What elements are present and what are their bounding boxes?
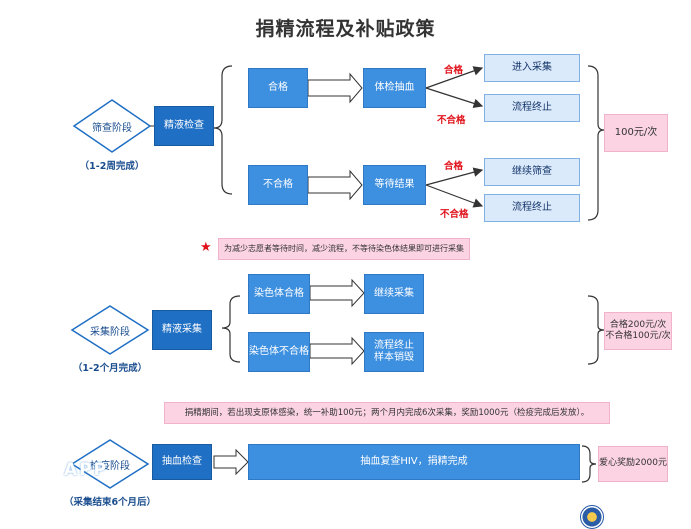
stage3-subsidy: 爱心奖励2000元 — [598, 446, 668, 482]
right-bracket-stage2 — [587, 295, 605, 365]
diamond-stage2 — [70, 305, 150, 355]
stage1-subsidy: 100元/次 — [604, 114, 668, 152]
logo-icon — [580, 505, 604, 529]
stage1-branch2-fail-label: 不合格 — [440, 209, 469, 220]
watermark-text: APP — [64, 460, 109, 480]
stage1-branch-pass-label: 合格 — [444, 65, 464, 76]
right-bracket-stage3 — [581, 445, 597, 483]
stage2-diamond-label: 采集阶段 — [90, 327, 130, 338]
stage1-branch2-pass-label: 合格 — [444, 161, 464, 172]
bracket-stage2 — [221, 295, 241, 363]
right-bracket-stage1 — [587, 65, 605, 221]
stage1-out-collect: 进入采集 — [484, 54, 580, 82]
stage1-main-box: 精液检查 — [154, 106, 214, 146]
stage2-stop-box: 流程终止 样本销毁 — [364, 332, 424, 372]
diamond-stage1 — [72, 99, 152, 153]
stage2-duration: （1-2个月完成） — [72, 363, 148, 374]
stage2-fail-box: 染色体不合格 — [248, 332, 310, 372]
stage1-wait-box: 等待结果 — [363, 165, 426, 205]
stage2-main-box: 精液采集 — [152, 310, 212, 350]
stage1-out-stop2: 流程终止 — [484, 194, 580, 222]
stage3-diamond-label: 检疫阶段 — [90, 461, 130, 472]
period-note-box: 捐精期间，若出现支原体感染，统一补助100元；两个月内完成6次采集，奖励1000… — [164, 402, 610, 424]
stage1-out-stop1: 流程终止 — [484, 94, 580, 122]
page-title: 捐精流程及补贴政策 — [255, 18, 436, 40]
stage2-subsidy-fail: 不合格100元/次 — [605, 331, 671, 341]
diamond-stage3 — [70, 439, 150, 489]
stage1-diamond-label: 筛查阶段 — [92, 123, 132, 134]
stage1-fail-box: 不合格 — [248, 165, 308, 205]
stage3-duration: （采集结束6个月后） — [63, 497, 157, 508]
bracket-stage1 — [213, 65, 233, 195]
stage1-pass-box: 合格 — [248, 68, 308, 108]
note-box: 为减少志愿者等待时间，减少流程，不等待染色体结果即可进行采集 — [218, 238, 470, 260]
star-icon: ★ — [200, 240, 212, 255]
stage2-pass-box: 染色体合格 — [248, 274, 310, 314]
stage1-out-continue: 继续筛查 — [484, 158, 580, 186]
stage3-result-box: 抽血复查HIV，捐精完成 — [248, 444, 580, 480]
stage2-subsidy: 合格200元/次 不合格100元/次 — [604, 312, 672, 350]
stage1-branch-fail-label: 不合格 — [437, 115, 466, 126]
stage3-main-box: 抽血检查 — [152, 444, 212, 480]
stage1-blood-box: 体检抽血 — [363, 68, 426, 108]
stage1-duration: （1-2周完成） — [79, 161, 145, 172]
stage2-subsidy-pass: 合格200元/次 — [609, 319, 667, 330]
stage2-continue-box: 继续采集 — [364, 274, 424, 314]
